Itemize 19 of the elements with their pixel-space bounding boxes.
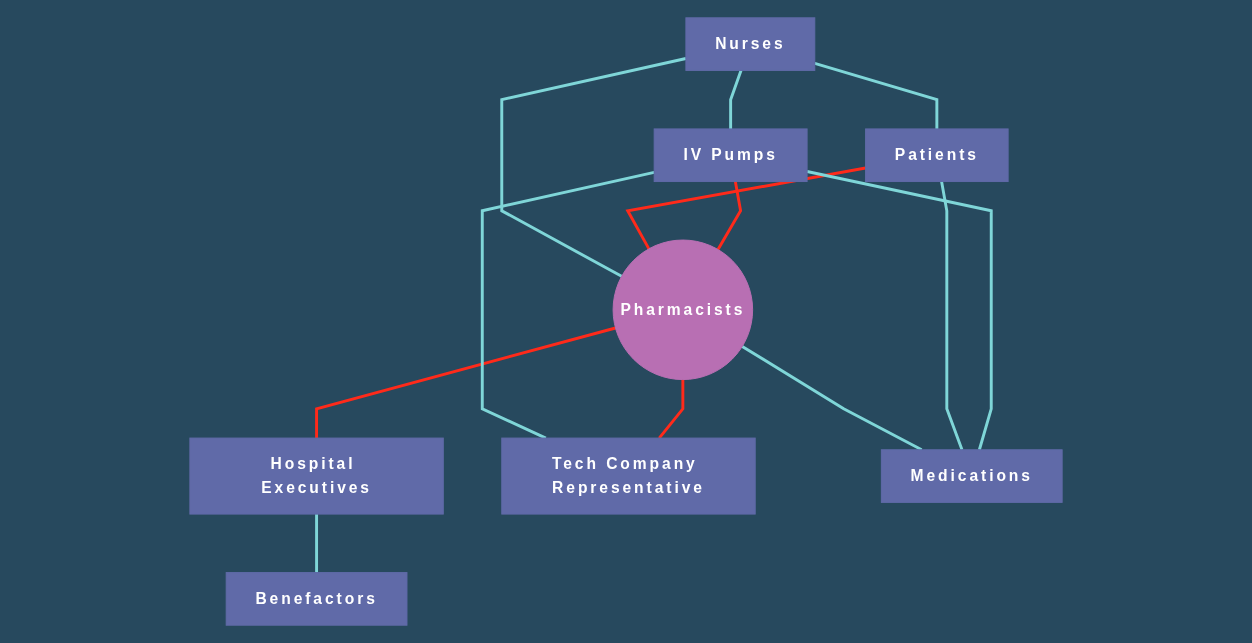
node-box: Medications	[880, 449, 1063, 503]
connector	[716, 181, 743, 251]
node-box: Hospital Executives	[189, 437, 444, 515]
connector	[625, 166, 866, 250]
connector	[729, 69, 743, 129]
connector	[315, 326, 616, 439]
connector	[814, 61, 939, 129]
node-box: Patients	[865, 128, 1009, 183]
connector	[806, 170, 993, 451]
connector	[315, 514, 319, 573]
connector	[658, 379, 685, 439]
node-box: IV Pumps	[653, 128, 808, 183]
connector	[940, 181, 964, 451]
node-box: Benefactors	[225, 572, 408, 626]
node-circle: Pharmacists	[612, 239, 754, 381]
connector	[480, 170, 655, 440]
connector	[500, 57, 687, 278]
node-box: Tech Company Representative	[501, 437, 756, 515]
node-box: Nurses	[685, 17, 816, 71]
